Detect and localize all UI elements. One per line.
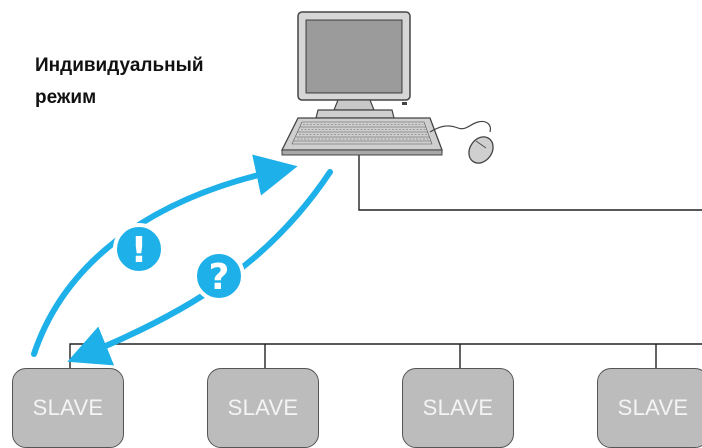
network-diagram: ! ? Индивидуальный режим SLAVE SLAVE SLA… [12,11,702,448]
slave-label: SLAVE [422,395,494,420]
mouse-icon [429,120,494,164]
slave-device-1: SLAVE [12,368,124,448]
mode-label: Индивидуальный режим [35,50,204,114]
mode-label-line1: Индивидуальный [35,55,204,76]
slave-device-3: SLAVE [402,368,514,448]
slave-label: SLAVE [617,395,689,420]
computer-monitor-icon [297,11,411,119]
slave-device-4: SLAVE [597,368,702,448]
slave-label: SLAVE [227,395,299,420]
mode-label-line2: режим [35,87,97,108]
keyboard-icon [280,117,443,156]
question-symbol: ? [209,257,230,298]
exclamation-badge-icon: ! [113,223,165,275]
slave-label: SLAVE [32,395,104,420]
question-badge-icon: ? [193,250,245,302]
slave-device-2: SLAVE [207,368,319,448]
network-cable [358,150,702,211]
diagram-graphics: ! ? [31,11,702,372]
exclamation-symbol: ! [131,230,147,271]
